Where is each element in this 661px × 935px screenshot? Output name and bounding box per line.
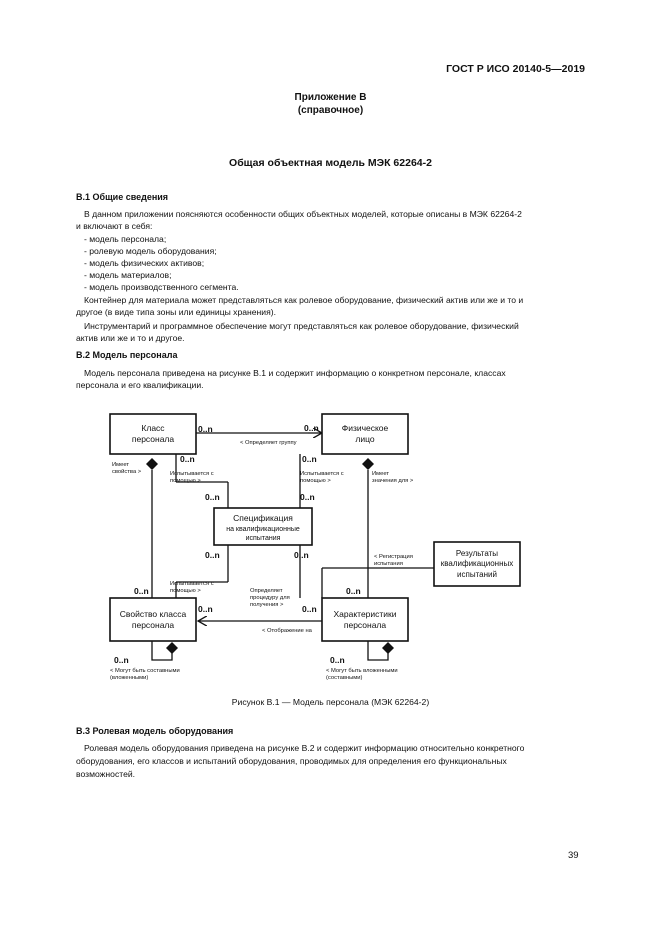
section-b2-heading: В.2 Модель персонала [76,350,178,360]
figure-caption: Рисунок В.1 — Модель персонала (МЭК 6226… [231,697,430,707]
mult-label: 0..n [346,586,361,596]
mult-label: 0..n [180,454,195,464]
assoc-label: испытания [374,561,403,567]
section-b1-heading: В.1 Общие сведения [76,192,169,202]
annex-title: Приложение В [294,92,367,103]
section-b3-para-cont2: возможностей. [76,769,136,779]
section-b2-para: Модель персонала приведена на рисунке В.… [84,368,506,378]
mult-label: 0..n [302,454,317,464]
section-b3-para: Ролевая модель оборудования приведена на… [84,743,525,753]
box-label: персонала [132,620,175,630]
box-label: Спецификация [233,513,293,523]
box-label: Характеристики [333,609,396,619]
box-class-props [109,597,197,642]
box-qual-spec [213,507,313,546]
assoc-label: помощью > [300,478,331,484]
assoc-label: Определяет [250,588,283,594]
box-label: Свойство класса [120,609,187,619]
mult-label: 0..n [302,604,317,614]
assoc-label: Испытывается с [170,471,214,477]
list-item: - модель производственного сегмента. [84,282,239,292]
mult-label: 0..n [330,655,345,665]
section-b2-para-cont: персонала и его квалификации. [76,380,204,390]
assoc-label: < Могут быть составными [110,668,180,674]
assoc-label: процедуру для [250,595,290,601]
mult-label: 0..n [304,423,319,433]
assoc-label: Испытывается с [300,471,344,477]
assoc-label: Имеет [372,471,389,477]
mult-label: 0..n [134,586,149,596]
mult-label: 0..n [205,550,220,560]
mult-label: 0..n [198,604,213,614]
assoc-label: Имеет [112,462,129,468]
box-label: испытания [246,535,281,542]
assoc-label: (вложенными) [110,675,148,681]
box-label: Результаты [456,549,498,558]
mult-label: 0..n [294,550,309,560]
assoc-label: значения для > [372,478,414,484]
assoc-label: Испытывается с [170,581,214,587]
mult-label: 0..n [198,424,213,434]
section-b3-para-cont: оборудования, его классов и испытаний об… [76,756,507,766]
section-b1-para2: Контейнер для материала может представля… [84,295,524,305]
assoc-label: помощью > [170,588,201,594]
list-item: - модель физических активов; [84,258,205,268]
list-item: - модель материалов; [84,270,172,280]
section-b1-intro-cont: и включают в себя: [76,221,153,231]
mult-label: 0..n [300,492,315,502]
box-person [321,413,409,455]
assoc-label: < Отображение на [262,628,313,634]
assoc-label: помощью > [170,478,201,484]
box-label: персонала [132,434,175,444]
box-label: персонала [344,620,387,630]
assoc-label: < Могут быть вложенными [326,668,398,674]
document-header: ГОСТ Р ИСО 20140-5—2019 [446,63,585,75]
box-label: лицо [355,434,374,444]
assoc-label: свойства > [112,468,142,475]
box-label: испытаний [457,570,497,579]
section-b3-heading: В.3 Ролевая модель оборудования [76,726,234,736]
section-b1-para3: Инструментарий и программное обеспечение… [84,321,519,331]
main-title: Общая объектная модель МЭК 62264-2 [229,157,432,169]
box-label: Класс [141,423,165,433]
assoc-label: получения > [250,602,284,608]
mult-label: 0..n [114,655,129,665]
mult-label: 0..n [205,492,220,502]
box-personnel-class [109,413,197,455]
section-b1-para3-cont: актив или же и то и другое. [76,333,185,343]
list-item: - модель персонала; [84,234,167,244]
box-person-props [321,597,409,642]
list-item: - ролевую модель оборудования; [84,246,217,256]
assoc-label: < Регистрация [374,554,413,560]
section-b1-intro: В данном приложении поясняются особеннос… [84,209,522,219]
annex-subtitle: (справочное) [297,105,364,116]
box-label: квалификационных [441,559,514,568]
section-b1-para2-cont: другое (в виде типа зоны или единицы хра… [76,307,277,317]
assoc-label: (составными) [326,675,363,681]
box-label: на квалификационные [226,526,300,533]
page-number: 39 [568,850,579,861]
box-label: Физическое [342,423,389,433]
assoc-label: < Определяет группу [240,440,297,446]
box-qual-results [433,541,521,587]
